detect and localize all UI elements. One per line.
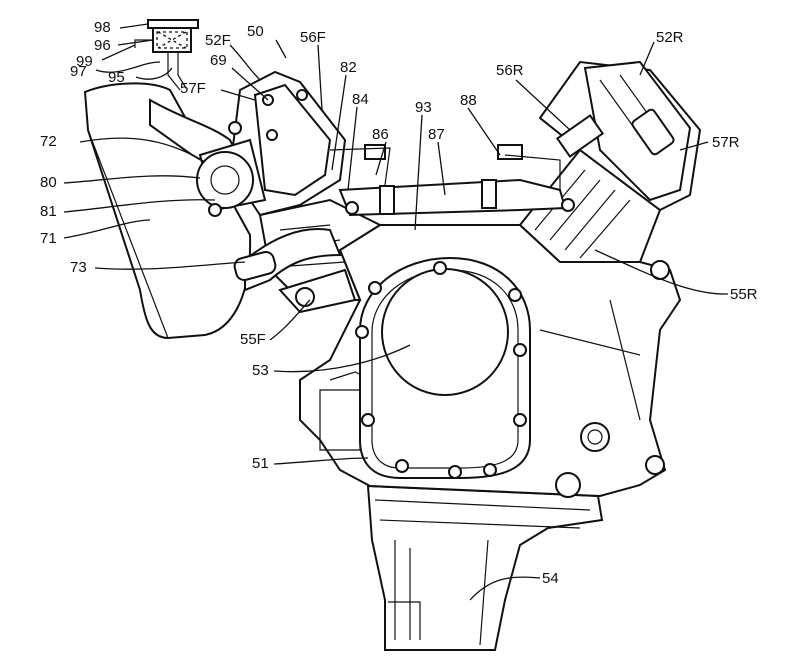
label-56R: 56R [496,62,524,79]
label-93: 93 [415,99,432,116]
label-56F: 56F [300,29,326,46]
label-54: 54 [542,570,559,587]
label-72: 72 [40,133,57,150]
label-88: 88 [460,92,477,109]
label-69: 69 [210,52,227,69]
label-73: 73 [70,259,87,276]
label-86: 86 [372,126,389,143]
front-cylinder-head [228,70,347,217]
label-84: 84 [352,91,369,108]
label-57R: 57R [712,134,740,151]
label-99: 99 [76,53,93,70]
label-71: 71 [40,230,57,247]
label-82: 82 [340,59,357,76]
label-80: 80 [40,174,57,191]
intake-duct [149,98,357,314]
label-50: 50 [247,23,264,40]
label-52F: 52F [205,32,231,49]
label-96: 96 [94,37,111,54]
reference-labels: 98 96 99 97 95 52F 50 56F 69 57F 82 84 9… [40,19,758,587]
label-53: 53 [252,362,269,379]
rear-cylinder [518,148,662,263]
leader-lines [63,23,729,601]
label-57F: 57F [180,80,206,97]
label-55F: 55F [240,331,266,348]
label-81: 81 [40,203,57,220]
air-cleaner [83,82,252,340]
label-55R: 55R [730,286,758,303]
label-51: 51 [252,455,269,472]
intake-pipe [329,144,575,217]
oil-pan [366,484,604,651]
crank-cover [355,256,531,479]
label-52R: 52R [656,29,684,46]
label-98: 98 [94,19,111,36]
rear-cylinder-head [538,60,702,212]
label-97: 97 [70,63,87,80]
label-87: 87 [428,126,445,143]
label-95: 95 [108,69,125,86]
